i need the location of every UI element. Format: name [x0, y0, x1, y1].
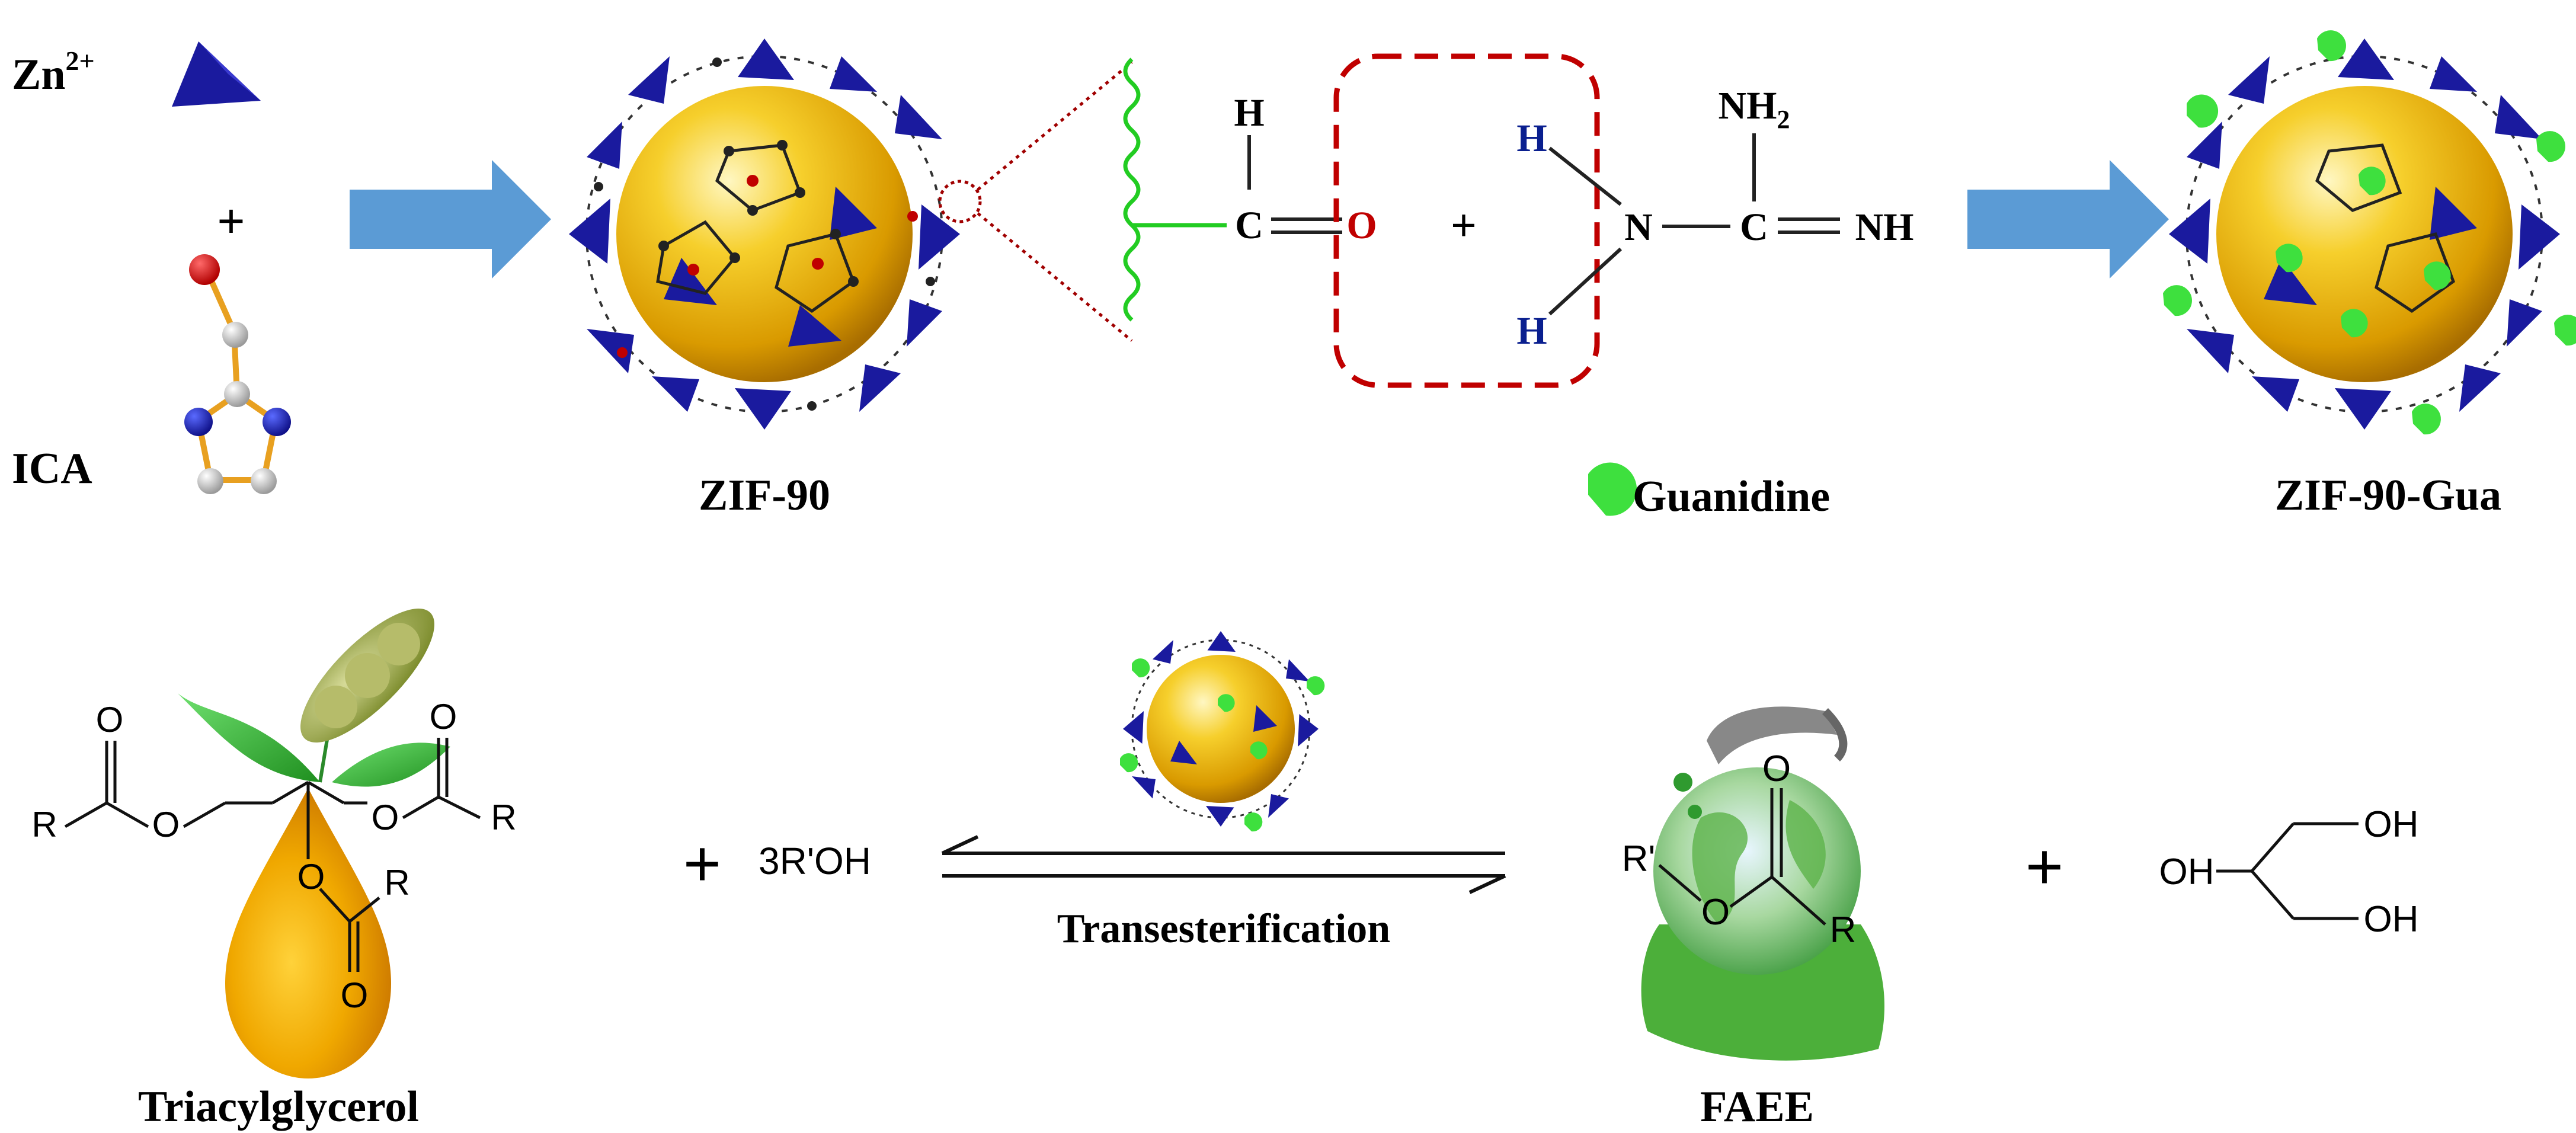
zn-label: Zn2+: [12, 46, 95, 99]
guanidine-marker-icon: [1588, 462, 1637, 516]
biodiesel-globe-icon: [1641, 706, 1884, 1061]
faee-atoms: R' O O R: [1622, 748, 1857, 950]
svg-text:OH: OH: [2364, 899, 2419, 940]
zn-tetrahedron-icon: [172, 41, 261, 107]
nh-bond-top: [1548, 146, 1622, 206]
reagent-alcohol: 3R'OH: [759, 840, 871, 882]
svg-text:OH: OH: [2159, 852, 2215, 892]
zif90-framework-icon: [569, 39, 960, 430]
equilibrium-arrows: [941, 835, 1506, 894]
guanidine-n: N: [1624, 206, 1653, 249]
guanidine-nh: NH: [1855, 206, 1914, 249]
transesterification-label: Transesterification: [1057, 906, 1390, 952]
zif90-gua-label: ZIF-90-Gua: [2275, 471, 2501, 520]
guanidine-nh2: NH2: [1719, 84, 1790, 134]
arrow-functionalization: [1967, 160, 2169, 279]
guanidine-c: C: [1740, 206, 1768, 249]
aldehyde-c: C: [1235, 204, 1263, 247]
guanidine-legend: Guanidine: [1588, 462, 1830, 521]
plus-sign-1: +: [683, 827, 721, 900]
arrow-synthesis: [350, 160, 551, 279]
svg-text:R: R: [31, 805, 57, 844]
triacylglycerol-label: Triacylglycerol: [138, 1083, 419, 1131]
glycerol-structure: [2216, 822, 2359, 920]
ica-label: ICA: [12, 444, 92, 493]
plus-reaction: +: [1451, 200, 1476, 249]
svg-text:O: O: [430, 697, 457, 737]
zoom-line-top: [977, 61, 1133, 191]
aldehyde-h: H: [1234, 91, 1264, 135]
glycerol-atoms: OH OH OH: [2159, 804, 2419, 940]
svg-text:R: R: [1830, 910, 1857, 950]
svg-text:O: O: [341, 975, 369, 1015]
linker-chain: [1123, 57, 1141, 322]
svg-text:O: O: [1701, 892, 1730, 933]
catalyst-framework-icon: [1120, 631, 1325, 832]
triacylglycerol-structure: [64, 738, 481, 972]
oil-drop-icon: [225, 788, 391, 1078]
nh-bond-bottom: [1548, 247, 1623, 316]
svg-text:O: O: [96, 700, 124, 740]
zif90-label: ZIF-90: [699, 471, 830, 520]
svg-text:R: R: [491, 798, 516, 837]
plus-sign-2: +: [2025, 830, 2063, 903]
soybean-pod-icon: [300, 609, 434, 742]
svg-text:O: O: [297, 857, 325, 897]
amine-h-bottom: H: [1516, 309, 1547, 353]
svg-text:R: R: [384, 863, 409, 902]
ica-molecule-icon: [184, 254, 291, 494]
svg-text:OH: OH: [2364, 804, 2419, 845]
aldehyde-o: O: [1346, 204, 1377, 247]
zif90-gua-framework-icon: [2163, 30, 2576, 435]
faee-label: FAEE: [1700, 1083, 1814, 1131]
svg-text:R': R': [1622, 838, 1656, 879]
triacylglycerol-atoms: O O R O O R O R O: [31, 697, 516, 1015]
zoom-circle: [938, 180, 982, 223]
svg-text:O: O: [372, 798, 399, 837]
faee-structure: [1658, 788, 1826, 926]
condensation-highlight-box: [1333, 53, 1600, 388]
svg-text:O: O: [1762, 748, 1791, 789]
guanidine-label: Guanidine: [1633, 472, 1830, 521]
svg-text:O: O: [152, 805, 180, 844]
plus-sign-small: +: [217, 194, 245, 247]
zoom-line-bottom: [977, 212, 1133, 342]
amine-h-top: H: [1516, 117, 1547, 160]
